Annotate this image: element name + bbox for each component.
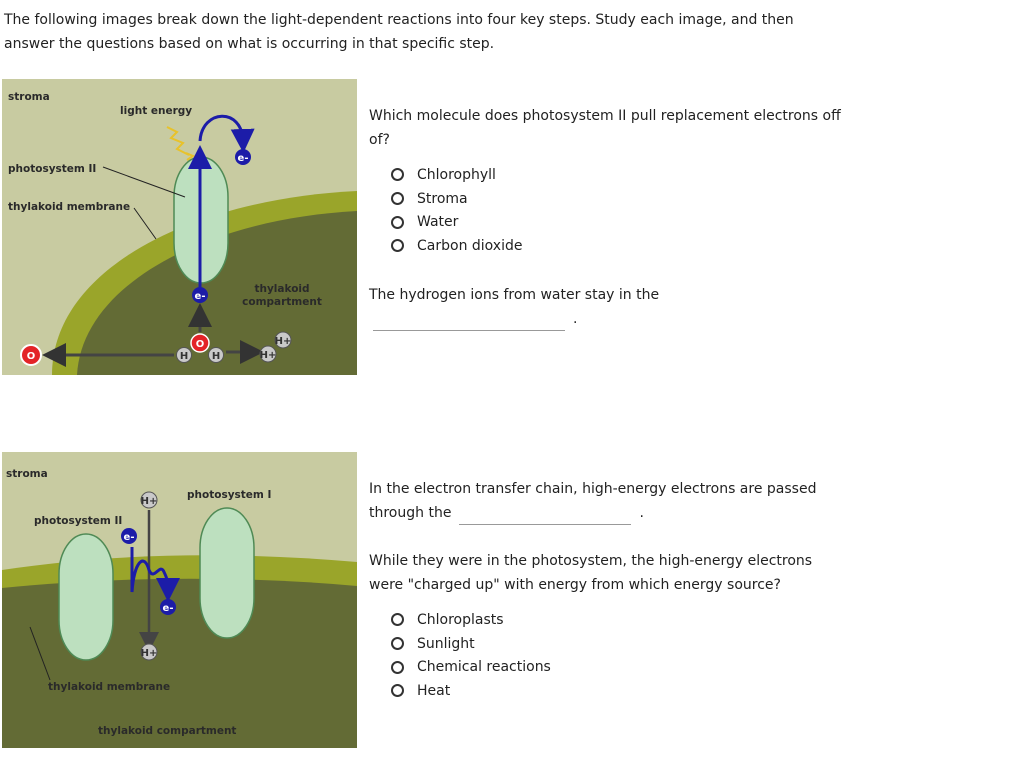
pointer-line [102, 166, 186, 198]
electron-path-arrow [198, 114, 255, 153]
question-1-text: Which molecule does photosystem II pull … [369, 108, 841, 148]
pointer-line [29, 626, 51, 681]
hydrogen-ion-icon [140, 643, 158, 661]
electron-label: e- [124, 532, 135, 543]
q1-option-stroma[interactable]: Stroma [391, 187, 522, 211]
q3-answer-blank[interactable] [459, 504, 632, 525]
hydrogen-label: H [212, 351, 220, 362]
option-label: Carbon dioxide [417, 237, 523, 254]
electron-label: e- [163, 603, 174, 614]
photosystem-ii-label: photosystem II [8, 163, 96, 175]
thylakoid-compartment-label: thylakoid [254, 283, 309, 295]
hydrogen-label: H [180, 351, 188, 362]
question-4-options: Chloroplasts Sunlight Chemical reactions… [391, 608, 551, 703]
light-energy-label: light energy [120, 105, 192, 117]
electron-label: e- [195, 291, 206, 302]
hydrogen-ion-label: H+ [260, 350, 277, 361]
hydrogen-ion-icon [274, 331, 292, 349]
q4-option-heat[interactable]: Heat [391, 679, 551, 703]
question-2: The hydrogen ions from water stay in the… [369, 283, 849, 331]
question-3: In the electron transfer chain, high-ene… [369, 477, 849, 525]
photosystem-ii-shape [58, 533, 114, 661]
thylakoid-compartment-label: thylakoid compartment [98, 725, 236, 737]
electron-icon [160, 599, 176, 615]
q3-suffix: . [639, 505, 644, 521]
oxygen-label: O [27, 351, 36, 362]
electron-icon [235, 149, 251, 165]
option-label: Chloroplasts [417, 611, 504, 628]
option-label: Heat [417, 682, 451, 699]
electron-path-arrow [130, 547, 180, 602]
electron-transport-diagram: stroma photosystem I photosystem II thyl… [2, 452, 357, 748]
radio-button-icon[interactable] [391, 168, 404, 182]
radio-button-icon[interactable] [391, 613, 404, 627]
q1-option-carbon-dioxide[interactable]: Carbon dioxide [391, 234, 522, 258]
hydrogen-ion-label: H+ [141, 648, 158, 659]
photosystem-ii-diagram: stroma light energy photosystem II thyla… [2, 79, 357, 375]
q1-option-chlorophyll[interactable]: Chlorophyll [391, 163, 522, 187]
radio-button-icon[interactable] [391, 684, 404, 698]
hydrogen-ion-label: H+ [275, 336, 292, 347]
electron-icon [192, 287, 208, 303]
option-label: Chemical reactions [417, 659, 551, 676]
electron-label: e- [238, 153, 249, 164]
thylakoid-membrane-label: thylakoid membrane [48, 681, 170, 693]
thylakoid-compartment-region [2, 578, 357, 748]
question-1-options: Chlorophyll Stroma Water Carbon dioxide [391, 163, 522, 258]
stroma-label: stroma [6, 468, 48, 480]
hydrogen-atom-icon [176, 347, 192, 363]
oxygen-label: O [196, 339, 205, 350]
electron-icon [121, 528, 137, 544]
q1-option-water[interactable]: Water [391, 210, 522, 234]
diagram-step-2: stroma photosystem I photosystem II thyl… [2, 452, 357, 748]
diagram-step-1: stroma light energy photosystem II thyla… [2, 79, 357, 375]
thylakoid-membrane-label: thylakoid membrane [8, 201, 130, 213]
instructions-text: The following images break down the ligh… [4, 12, 794, 52]
pointer-line [133, 207, 157, 240]
radio-button-icon[interactable] [391, 660, 404, 674]
light-energy-squiggle-icon [166, 126, 190, 156]
photosystem-i-shape [199, 507, 255, 639]
question-2-text: The hydrogen ions from water stay in the [369, 287, 660, 303]
oxygen-atom-icon [190, 333, 210, 353]
stroma-label: stroma [8, 91, 50, 103]
thylakoid-compartment-label: compartment [242, 296, 322, 308]
photosystem-ii-label: photosystem II [34, 515, 122, 527]
option-label: Water [417, 214, 459, 231]
radio-button-icon[interactable] [391, 239, 404, 253]
radio-button-icon[interactable] [391, 215, 404, 229]
hydrogen-ion-label: H+ [141, 496, 158, 507]
option-label: Stroma [417, 190, 468, 207]
oxygen-atom-icon [20, 344, 42, 366]
question-4-text: While they were in the photosystem, the … [369, 553, 813, 593]
q2-answer-blank[interactable] [373, 310, 565, 331]
radio-button-icon[interactable] [391, 192, 404, 206]
q4-option-sunlight[interactable]: Sunlight [391, 632, 551, 656]
hydrogen-atom-icon [208, 347, 224, 363]
q2-suffix: . [573, 311, 578, 327]
radio-button-icon[interactable] [391, 637, 404, 651]
q4-option-chloroplasts[interactable]: Chloroplasts [391, 608, 551, 632]
photosystem-i-label: photosystem I [187, 489, 271, 501]
question-3-text: In the electron transfer chain, high-ene… [369, 481, 817, 521]
option-label: Chlorophyll [417, 166, 496, 183]
hydrogen-ion-icon [140, 491, 158, 509]
option-label: Sunlight [417, 635, 475, 652]
hydrogen-ion-icon [259, 345, 277, 363]
q4-option-chemical-reactions[interactable]: Chemical reactions [391, 655, 551, 679]
